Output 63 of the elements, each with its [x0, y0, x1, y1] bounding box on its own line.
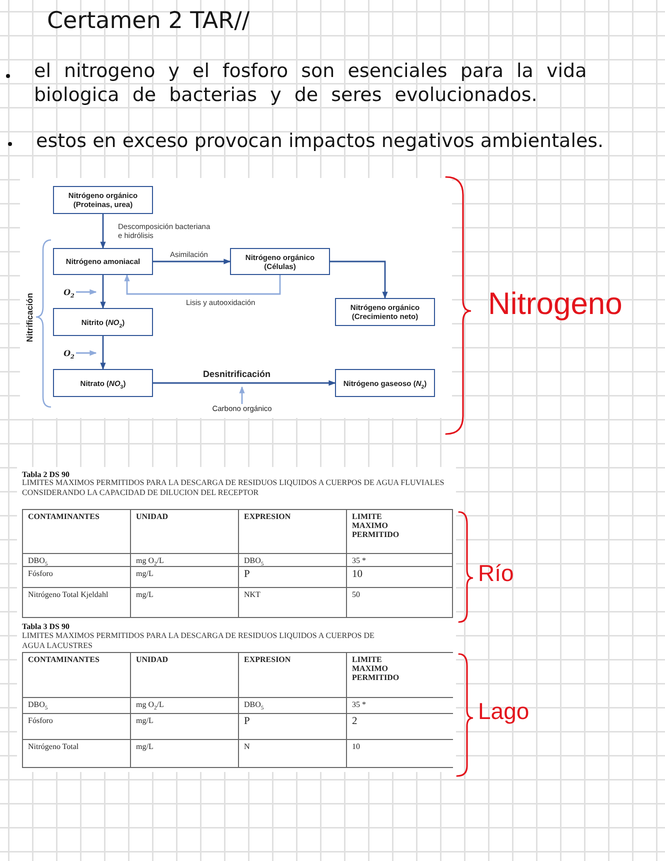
flow-arrow	[100, 214, 106, 249]
expression-text: N	[244, 742, 250, 751]
limit-value: 35 *	[352, 556, 366, 565]
contaminant-name: Nitrógeno Total Kjeldahl	[28, 590, 108, 599]
unit-text: mg/L	[136, 569, 154, 578]
input-arrow	[76, 289, 97, 295]
side-label: Nitrificación	[24, 291, 36, 344]
input-label: O$_{2}$	[62, 287, 76, 297]
process-box	[230, 248, 330, 275]
column-header: EXPRESION	[244, 655, 291, 664]
column-header: CONTAMINANTES	[28, 512, 100, 521]
flow-arrow	[100, 336, 106, 370]
contaminant-name: Fósforo	[28, 569, 53, 578]
column-header: LIMITE MAXIMO PERMITIDO	[352, 655, 400, 682]
table-title: Tabla 3 DS 90	[22, 622, 70, 631]
unit-text: mg/L	[136, 742, 154, 751]
unit-text: mg/L	[136, 590, 154, 599]
flow-arrow	[124, 274, 281, 295]
limit-value: 50	[352, 590, 360, 599]
process-box	[335, 369, 435, 397]
page-title: Certamen 2 TAR//	[47, 7, 250, 36]
handwritten-note: Lago	[478, 698, 530, 724]
unit-text: mg O$_{2}$/L	[136, 700, 164, 709]
limit-value: 10	[352, 742, 360, 751]
expression-text: P	[244, 716, 250, 727]
handwritten-note: Nitrogeno	[488, 286, 622, 322]
contaminant-name: DBO$_{5}$	[28, 556, 48, 565]
flow-arrow	[330, 260, 388, 299]
unit-text: mg O$_{2}$/L	[136, 556, 164, 565]
expression-text: P	[244, 569, 250, 580]
input-arrow	[239, 386, 245, 404]
limit-value: 10	[352, 569, 362, 580]
input-arrow	[76, 350, 97, 356]
process-box	[53, 369, 153, 397]
process-box	[335, 298, 435, 326]
input-label: O$_{2}$	[62, 348, 76, 358]
column-header: UNIDAD	[136, 655, 168, 664]
process-box	[53, 308, 153, 336]
expression-text: NKT	[244, 590, 260, 599]
limit-value: 35 *	[352, 700, 366, 709]
column-header: LIMITE MAXIMO PERMITIDO	[352, 512, 400, 539]
contaminant-name: Nitrógeno Total	[28, 742, 79, 751]
table-subtitle: LIMITES MAXIMOS PERMITIDOS PARA LA DESCARGA DE RESIDUOS LIQUIDOS A CUERPOS DE AGUA FLUVIALES CONSIDERANDO LA CAPACIDAD DE DILUCION DEL RECEPTOR	[22, 478, 446, 497]
handwritten-note: Río	[478, 560, 514, 586]
flow-arrow	[153, 380, 336, 386]
column-header: EXPRESION	[244, 512, 291, 521]
flow-arrow	[153, 258, 231, 264]
expression-text: DBO$_{5}$	[244, 700, 264, 709]
process-box	[53, 186, 153, 214]
column-header: UNIDAD	[136, 512, 168, 521]
flow-arrow	[100, 275, 106, 309]
table-subtitle: LIMITES MAXIMOS PERMITIDOS PARA LA DESCARGA DE RESIDUOS LIQUIDOS A CUERPOS DE AGUA LACUSTRES	[22, 631, 376, 650]
unit-text: mg/L	[136, 716, 154, 725]
bullet-text: el nitrogeno y el fosforo son esenciales para la vida biologica de bacterias y de seres evolucionados.	[34, 59, 588, 107]
contaminant-name: DBO$_{5}$	[28, 700, 48, 709]
bullet-text: estos en exceso provocan impactos negativos ambientales.	[36, 129, 605, 153]
expression-text: DBO$_{5}$	[244, 556, 264, 565]
contaminant-name: Fósforo	[28, 716, 53, 725]
process-box	[53, 248, 153, 275]
edge-label: Desnitrificación	[203, 369, 271, 380]
limit-value: 2	[352, 716, 358, 727]
column-header: CONTAMINANTES	[28, 655, 100, 664]
table-title: Tabla 2 DS 90	[22, 470, 70, 479]
